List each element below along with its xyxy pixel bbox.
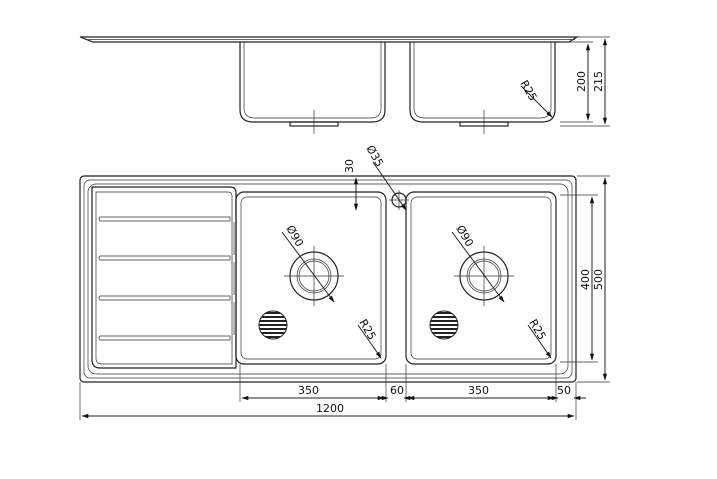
- tap-hole-leader: [372, 161, 407, 211]
- section-radius-label: R25: [517, 78, 539, 103]
- dim-label-30: 30: [343, 159, 356, 173]
- radius-left-label: R25: [356, 317, 378, 342]
- section-view: R25 200 215: [79, 36, 610, 134]
- radius-right-label: R25: [526, 317, 548, 342]
- dim-label-350-right: 350: [468, 384, 489, 397]
- bowl-left: [235, 191, 387, 365]
- drainboard: [91, 186, 237, 369]
- waste-right: [454, 246, 514, 306]
- plan-outer-frame: [79, 175, 577, 383]
- dim-label-200: 200: [575, 71, 588, 92]
- tap-hole-label: Ø35: [363, 143, 386, 169]
- waste-left-label: Ø90: [283, 223, 306, 249]
- dim-label-500: 500: [592, 269, 605, 290]
- dim-label-350-left: 350: [298, 384, 319, 397]
- dim-label-50: 50: [557, 384, 571, 397]
- dim-label-215: 215: [592, 71, 605, 92]
- waste-right-label: Ø90: [453, 223, 476, 249]
- section-bowl-right: [409, 42, 556, 123]
- section-bowl-left: [239, 42, 386, 123]
- dim-label-60: 60: [390, 384, 404, 397]
- waste-left: [284, 246, 344, 306]
- bowl-right: [405, 191, 557, 365]
- dim-label-1200: 1200: [316, 402, 344, 415]
- plan-view: Ø35 30 Ø90 Ø90 R25 R25 400 500 350: [79, 143, 610, 420]
- section-radius-leader: [520, 85, 553, 118]
- overflow-right: [429, 310, 459, 340]
- overflow-left: [258, 310, 288, 340]
- drainboard-ribs: [98, 216, 235, 341]
- dim-label-400: 400: [579, 269, 592, 290]
